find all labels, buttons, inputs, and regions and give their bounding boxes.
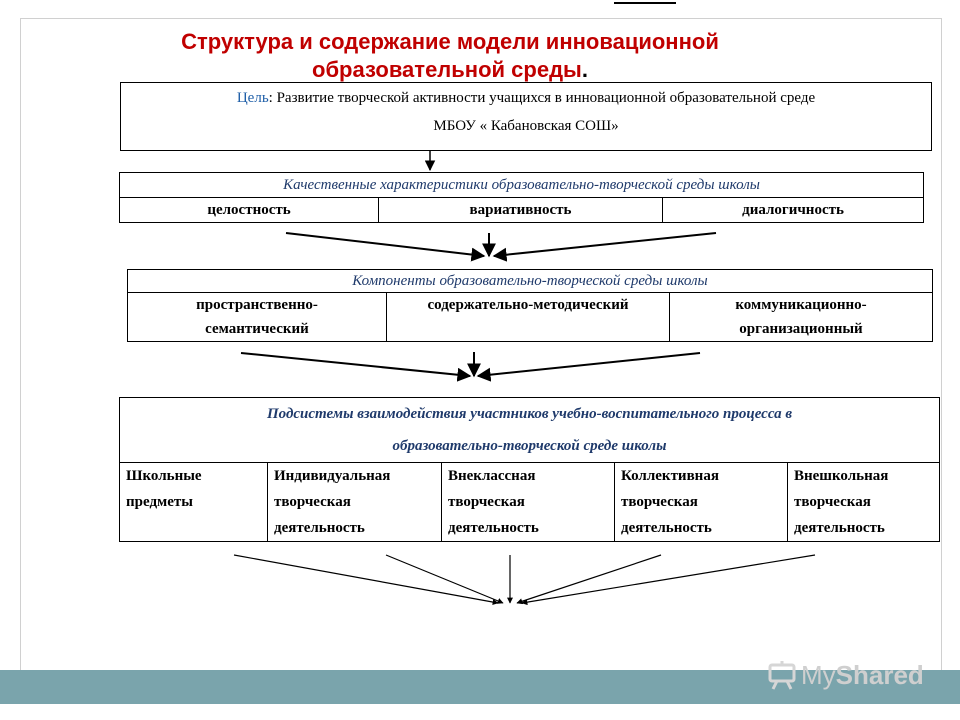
subsystems-header-line-1: Подсистемы взаимодействия участников уче… bbox=[266, 406, 793, 422]
goal-line-1: Цель: Развитие творческой активности уча… bbox=[121, 84, 931, 112]
subsystem-cell: Внеклассная творческая деятельность bbox=[441, 462, 615, 542]
characteristic-cell: целостность bbox=[119, 197, 379, 223]
subsystem-cell: Индивидуальная творческая деятельность bbox=[267, 462, 442, 542]
component-cell: пространственно- семантический bbox=[127, 292, 387, 342]
subsystems-table: Подсистемы взаимодействия участников уче… bbox=[118, 397, 941, 542]
goal-text: : Развитие творческой активности учащихс… bbox=[268, 90, 816, 106]
slide-title: Структура и содержание модели инновацион… bbox=[120, 28, 780, 84]
subsystem-cell: Школьные предметы bbox=[119, 462, 268, 542]
characteristics-table: Качественные характеристики образователь… bbox=[118, 172, 925, 223]
goal-box: Цель: Развитие творческой активности уча… bbox=[120, 82, 932, 151]
components-table: Компоненты образовательно-творческой сре… bbox=[127, 269, 933, 342]
goal-label: Цель bbox=[236, 90, 269, 106]
component-cell: коммуникационно- организационный bbox=[669, 292, 933, 342]
components-header: Компоненты образовательно-творческой сре… bbox=[127, 269, 933, 293]
title-line-2-text: образовательной среды bbox=[312, 57, 582, 82]
logo-text: MyShared bbox=[801, 660, 924, 691]
goal-line-2: МБОУ « Кабановская СОШ» bbox=[433, 118, 619, 134]
subsystems-header: Подсистемы взаимодействия участников уче… bbox=[118, 397, 941, 463]
title-line-1: Структура и содержание модели инновацион… bbox=[181, 29, 719, 54]
presentation-board-icon bbox=[768, 661, 796, 690]
component-cell: содержательно-методический bbox=[386, 292, 670, 342]
characteristic-cell: вариативность bbox=[378, 197, 663, 223]
characteristic-cell: диалогичность bbox=[661, 197, 925, 223]
title-dot: . bbox=[581, 57, 588, 82]
top-rule bbox=[614, 2, 676, 4]
characteristics-header: Качественные характеристики образователь… bbox=[118, 172, 925, 198]
footer-band bbox=[0, 670, 960, 704]
myshared-logo: MyShared bbox=[767, 655, 924, 695]
title-line-2: образовательной среды. bbox=[120, 56, 780, 84]
logo-text-shared: Shared bbox=[835, 659, 924, 690]
subsystem-cell: Внешкольная творческая деятельность bbox=[786, 462, 941, 542]
subsystems-header-line-2: образовательно-творческой среде школы bbox=[392, 438, 667, 454]
subsystem-cell: Коллективная творческая деятельность bbox=[614, 462, 788, 542]
logo-text-my: My bbox=[801, 659, 836, 690]
